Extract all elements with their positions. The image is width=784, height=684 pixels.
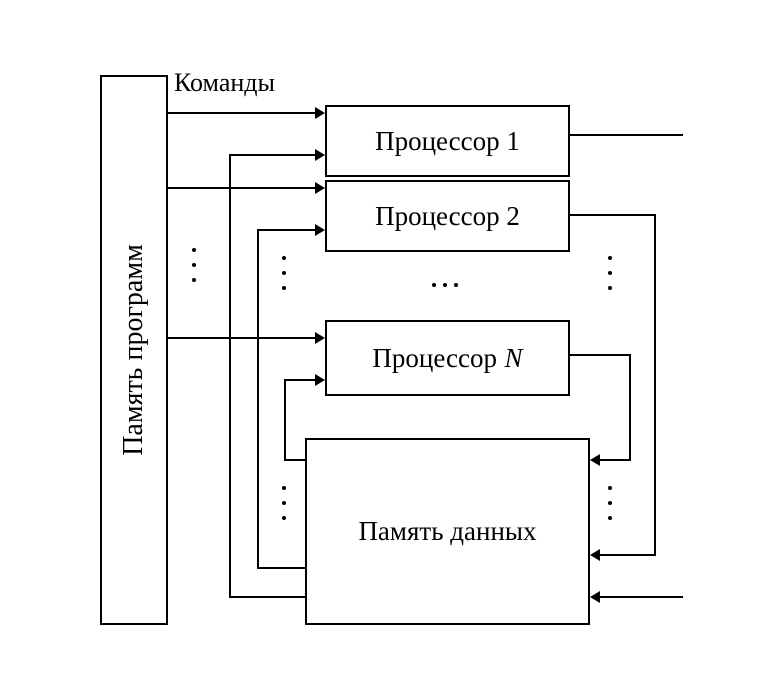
wire-data-processor1-v xyxy=(229,154,231,598)
wire-processorN-output-v xyxy=(629,354,631,461)
wire-datamemory-out-processorN xyxy=(284,459,307,461)
wire-processor2-output-v xyxy=(654,214,656,556)
vertical-ellipsis-data-bottom xyxy=(282,486,286,490)
data-memory-label: Память данных xyxy=(358,516,537,546)
arrowhead-datamemory-in-processor2 xyxy=(590,549,600,561)
wire-data-processor1-h xyxy=(229,154,316,156)
wire-datamemory-in-processor2 xyxy=(599,554,656,556)
arrowhead-data-processor2 xyxy=(315,224,325,236)
vertical-ellipsis-outputs-top xyxy=(608,256,612,260)
wire-processorN-output-h xyxy=(568,354,631,356)
vertical-ellipsis-data-top xyxy=(282,256,286,260)
processor1-box: Процессор 1 xyxy=(325,105,570,177)
processor2-label: Процессор 2 xyxy=(375,200,520,231)
wire-processor1-output xyxy=(568,134,683,136)
arrowhead-datamemory-in-processorN xyxy=(590,454,600,466)
arrowhead-command-processor1 xyxy=(315,107,325,119)
wire-data-processor2-h xyxy=(257,229,316,231)
wire-command-processorN xyxy=(166,337,316,339)
wire-command-processor1 xyxy=(166,112,316,114)
processor2-box: Процессор 2 xyxy=(325,180,570,252)
wire-data-processorN-v xyxy=(284,379,286,461)
arrowhead-data-processor1 xyxy=(315,149,325,161)
processor1-label: Процессор 1 xyxy=(375,125,520,156)
program-memory-box: Память программ xyxy=(100,75,168,625)
program-memory-label: Память программ xyxy=(118,244,149,456)
arrowhead-datamemory-in-external xyxy=(590,591,600,603)
wire-processor2-output-h xyxy=(568,214,656,216)
wire-datamemory-in-processorN xyxy=(599,459,631,461)
vertical-ellipsis-outputs-bottom xyxy=(608,486,612,490)
wire-datamemory-out-processor1 xyxy=(229,596,307,598)
processorN-label-text: Процессор xyxy=(372,342,497,373)
arrowhead-command-processor2 xyxy=(315,182,325,194)
arrowhead-command-processorN xyxy=(315,332,325,344)
data-memory-box: Память данных xyxy=(305,438,590,625)
processorN-variable: N xyxy=(504,342,523,373)
arrowhead-data-processorN xyxy=(315,374,325,386)
horizontal-ellipsis-processors xyxy=(432,283,436,287)
commands-label: Команды xyxy=(174,68,275,97)
wire-datamemory-out-processor2 xyxy=(257,567,307,569)
wire-data-processorN-h xyxy=(284,379,316,381)
wire-command-processor2 xyxy=(166,187,316,189)
wire-datamemory-in-external xyxy=(599,596,683,598)
vertical-ellipsis-commands xyxy=(192,248,196,252)
wire-data-processor2-v xyxy=(257,229,259,569)
